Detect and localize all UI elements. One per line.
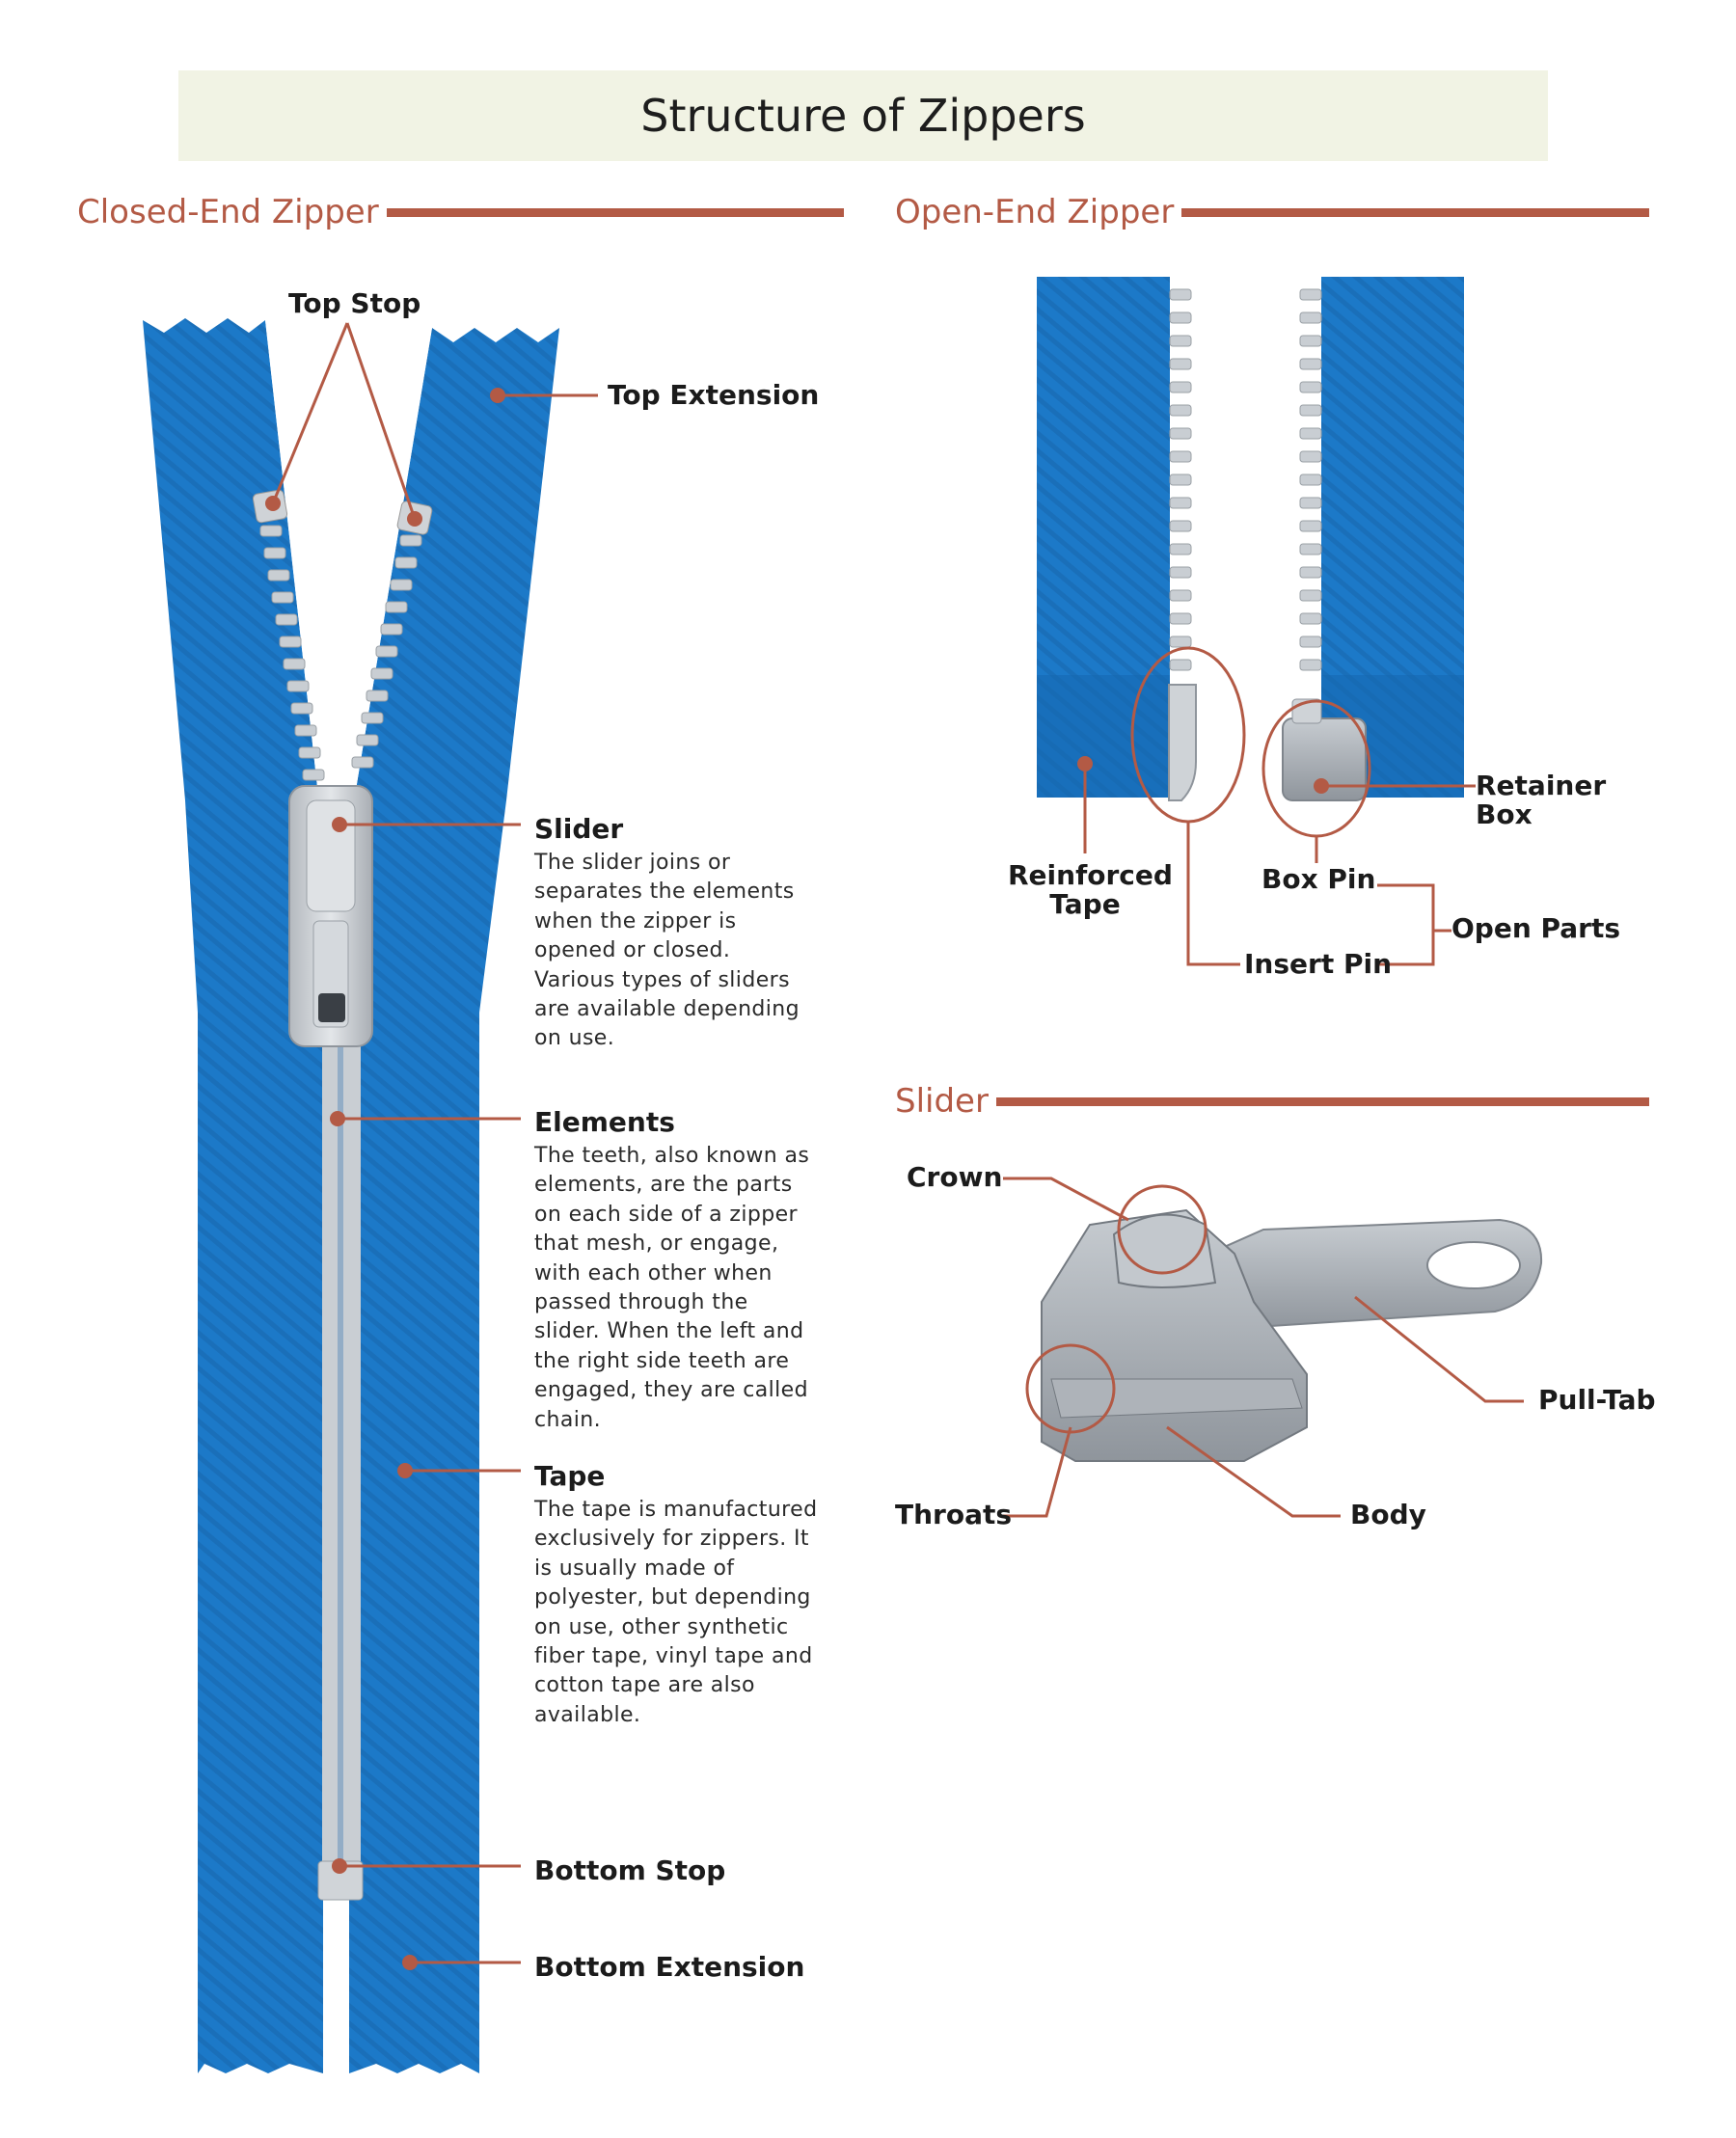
closed-zipper-slider <box>288 785 373 1047</box>
open-end-zipper <box>1037 277 1464 801</box>
slider-leaders <box>1003 1177 1524 1518</box>
desc-slider: The slider joins or separates the elemen… <box>534 851 800 1051</box>
zipper-tape-left <box>143 318 323 2073</box>
section-divider <box>1181 207 1649 217</box>
slider-crown <box>1112 1213 1217 1288</box>
label-insert-pin: Insert Pin <box>1244 948 1393 980</box>
open-end-dots <box>1077 756 1329 794</box>
label-top-stop: Top Stop <box>288 287 421 319</box>
label-throats: Throats <box>895 1499 1013 1530</box>
insert-pin <box>1168 684 1197 801</box>
closed-zipper-teeth-right <box>351 534 422 769</box>
section-closed-end: Closed-End Zipper <box>77 193 844 231</box>
section-divider <box>386 207 844 217</box>
zipper-gap <box>265 320 432 796</box>
reinforced-tape-left <box>1037 675 1170 798</box>
page-title: Structure of Zippers <box>640 90 1086 142</box>
label-elements: Elements <box>534 1106 675 1138</box>
closed-end-dots <box>265 388 505 1970</box>
open-teeth-right <box>1299 288 1322 671</box>
label-pull-tab: Pull-Tab <box>1538 1384 1656 1416</box>
label-slider: Slider <box>534 813 624 845</box>
label-reinforced-tape: Reinforced Tape <box>1008 859 1173 920</box>
closed-end-leaders <box>271 322 598 1964</box>
label-retainer-box: Retainer Box <box>1476 770 1607 830</box>
label-body: Body <box>1350 1499 1426 1530</box>
title-bar: Structure of Zippers <box>178 70 1548 161</box>
open-end-leaders <box>1083 646 1476 966</box>
label-open-parts: Open Parts <box>1451 912 1621 944</box>
desc-elements: The teeth, also known as elements, are t… <box>534 1144 810 1432</box>
zipper-tape-right <box>349 328 559 2073</box>
closed-end-zipper <box>143 318 559 2073</box>
section-slider: Slider <box>895 1082 1649 1121</box>
label-top-extension: Top Extension <box>608 379 820 411</box>
section-slider-label: Slider <box>895 1082 989 1121</box>
label-bottom-stop: Bottom Stop <box>534 1854 726 1886</box>
label-crown: Crown <box>907 1161 1003 1193</box>
section-open-end: Open-End Zipper <box>895 193 1649 231</box>
label-tape: Tape <box>534 1460 606 1492</box>
box-pin <box>1282 717 1367 801</box>
section-closed-end-label: Closed-End Zipper <box>77 193 379 231</box>
label-box-pin: Box Pin <box>1261 863 1376 895</box>
section-open-end-label: Open-End Zipper <box>895 193 1175 231</box>
slider-detail <box>1041 1208 1543 1462</box>
open-teeth-left <box>1169 288 1192 671</box>
section-divider <box>995 1096 1649 1106</box>
closed-zipper-teeth-left <box>259 525 325 781</box>
desc-tape: The tape is manufactured exclusively for… <box>534 1498 818 1727</box>
closed-zipper-chain <box>322 1046 361 1871</box>
label-bottom-extension: Bottom Extension <box>534 1951 805 1983</box>
